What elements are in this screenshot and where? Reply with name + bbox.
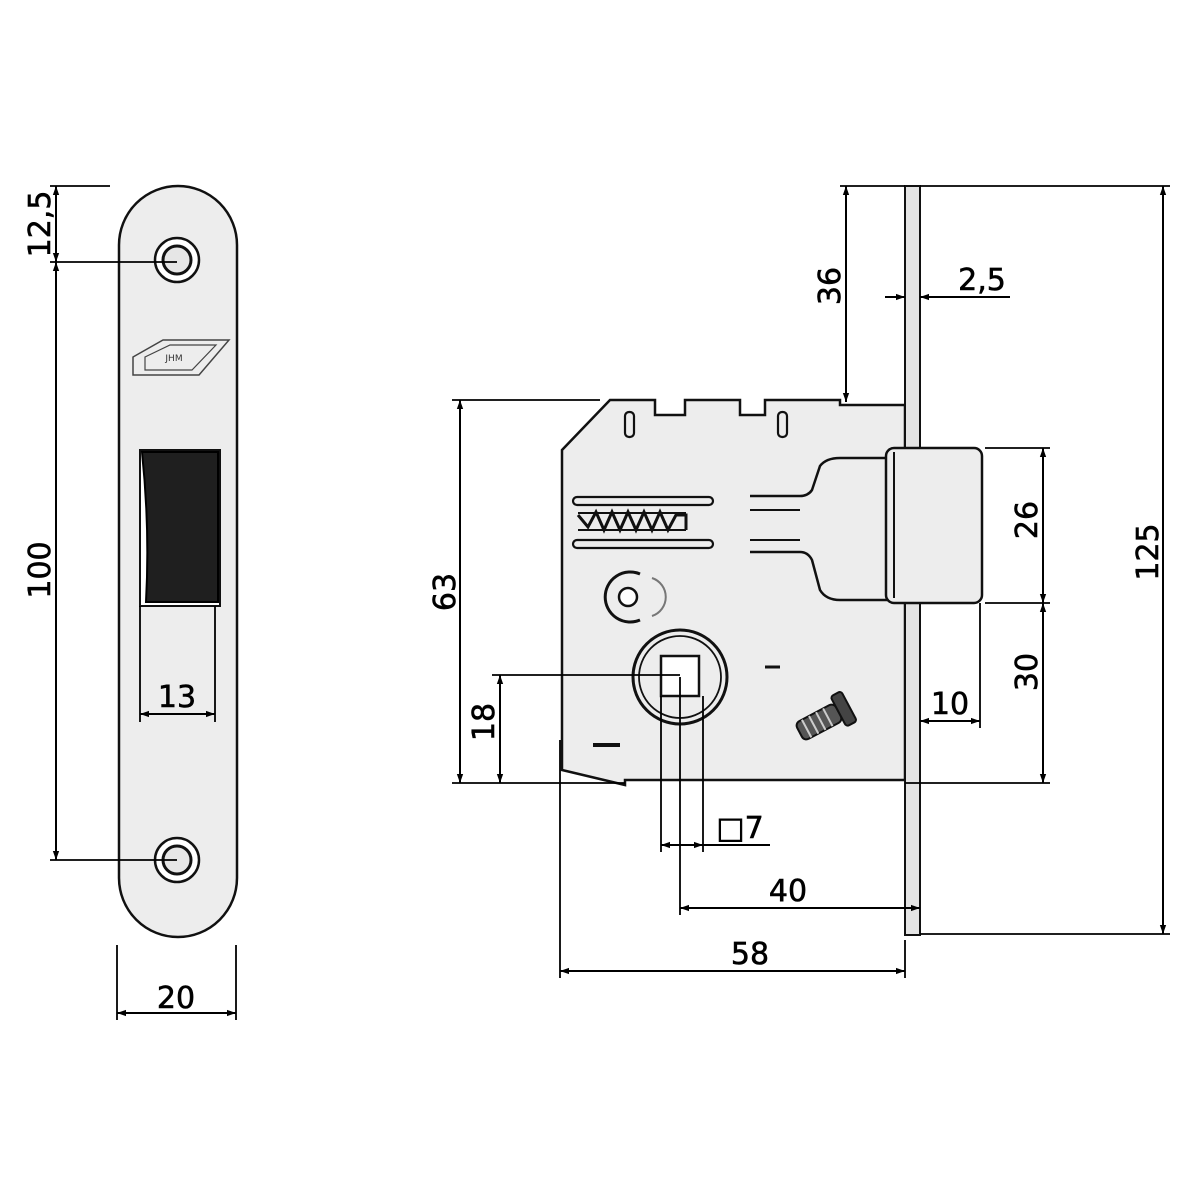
lock-body: 36 2,5 125 26 30 bbox=[428, 185, 1170, 978]
dim-screw-spacing: 100 bbox=[23, 262, 177, 861]
dim-label-faceplate-thickness: 2,5 bbox=[958, 263, 1006, 298]
fixing-screw bbox=[795, 691, 857, 741]
latch-head bbox=[884, 446, 984, 605]
faceplate: JHM 12,5 100 13 bbox=[23, 184, 239, 1020]
dim-label-screw-spacing: 100 bbox=[23, 541, 58, 598]
dim-body-depth: 58 bbox=[559, 740, 906, 978]
dim-overall-height: 125 bbox=[920, 185, 1170, 935]
dim-label-body-depth: 58 bbox=[731, 937, 769, 972]
dim-label-latch-to-bottom: 30 bbox=[1010, 653, 1045, 691]
latch-window bbox=[139, 449, 221, 607]
dim-label-spindle-from-bottom: 18 bbox=[467, 703, 502, 741]
dim-latch-to-bottom: 30 bbox=[905, 603, 1050, 784]
dim-label-latch-projection: 10 bbox=[931, 687, 969, 722]
dim-label-backset: 40 bbox=[769, 874, 807, 909]
dim-label-spindle-square: □7 bbox=[716, 811, 763, 846]
dim-top-to-latch: 36 bbox=[813, 185, 905, 402]
follower-pin bbox=[603, 570, 667, 624]
dim-backset: 40 bbox=[679, 677, 920, 915]
dim-body-height: 63 bbox=[428, 399, 625, 784]
dim-latch-projection: 10 bbox=[920, 603, 981, 728]
dim-label-latch-window-width: 13 bbox=[158, 680, 196, 715]
latch-tongue bbox=[140, 451, 219, 603]
dim-label-plate-width: 20 bbox=[157, 981, 195, 1016]
case-top-slots bbox=[623, 410, 789, 439]
latch-bolt bbox=[750, 446, 984, 605]
dim-label-screw-offset: 12,5 bbox=[23, 191, 58, 258]
dim-label-overall-height: 125 bbox=[1131, 523, 1166, 580]
dim-faceplate-thickness: 2,5 bbox=[885, 263, 1010, 301]
dim-latch-height: 26 bbox=[985, 447, 1050, 604]
dim-screw-offset: 12,5 bbox=[23, 185, 177, 263]
dim-spindle-from-bottom: 18 bbox=[467, 674, 680, 783]
dim-plate-width: 20 bbox=[116, 945, 237, 1020]
dim-label-top-to-latch: 36 bbox=[813, 267, 848, 305]
manufacturer-logo: JHM bbox=[132, 339, 231, 376]
dim-label-latch-height: 26 bbox=[1010, 501, 1045, 539]
case-marks bbox=[593, 665, 780, 747]
spring-housing bbox=[571, 495, 715, 550]
dim-spindle-square: □7 bbox=[660, 696, 770, 852]
logo-text: JHM bbox=[164, 354, 182, 364]
top-screw-hole bbox=[153, 236, 201, 284]
dim-label-body-height: 63 bbox=[428, 573, 463, 611]
dim-latch-window-width: 13 bbox=[139, 606, 216, 722]
